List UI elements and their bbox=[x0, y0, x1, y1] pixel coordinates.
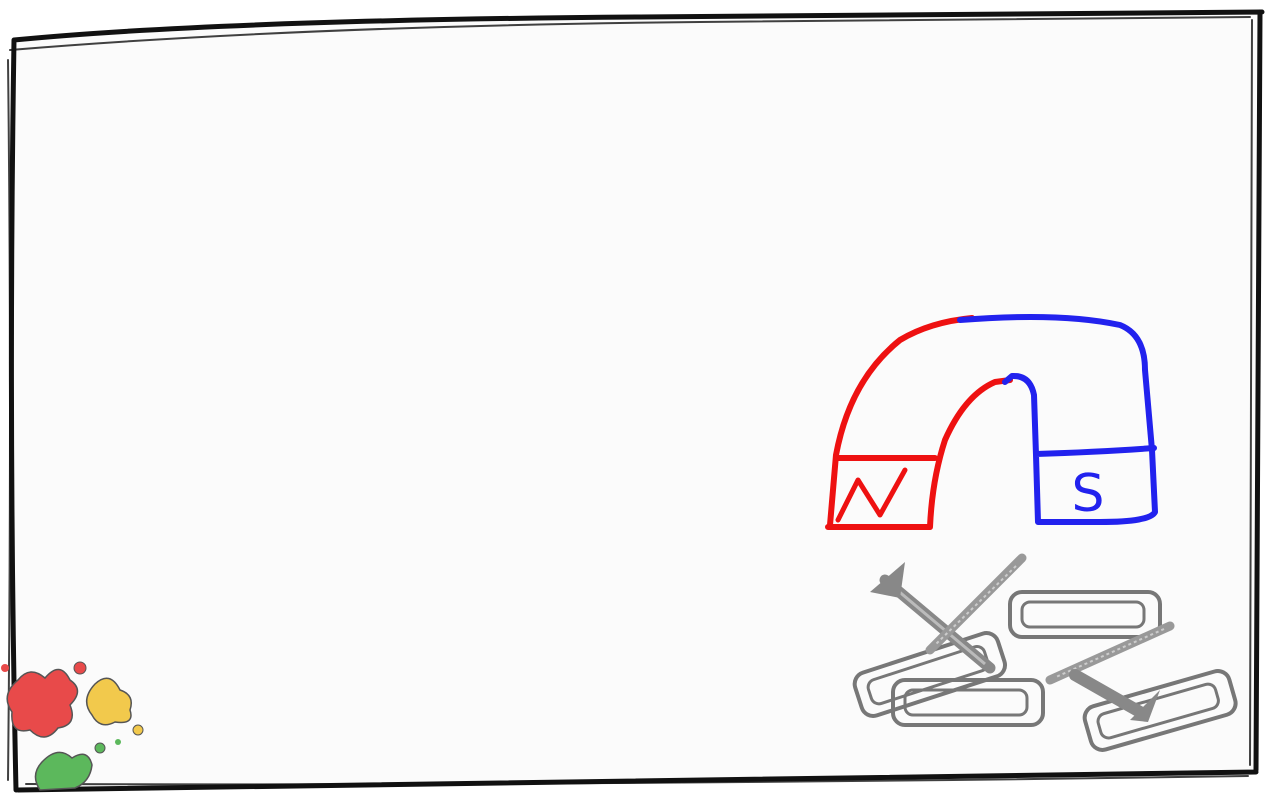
magnet-south-label: S bbox=[1071, 464, 1104, 524]
